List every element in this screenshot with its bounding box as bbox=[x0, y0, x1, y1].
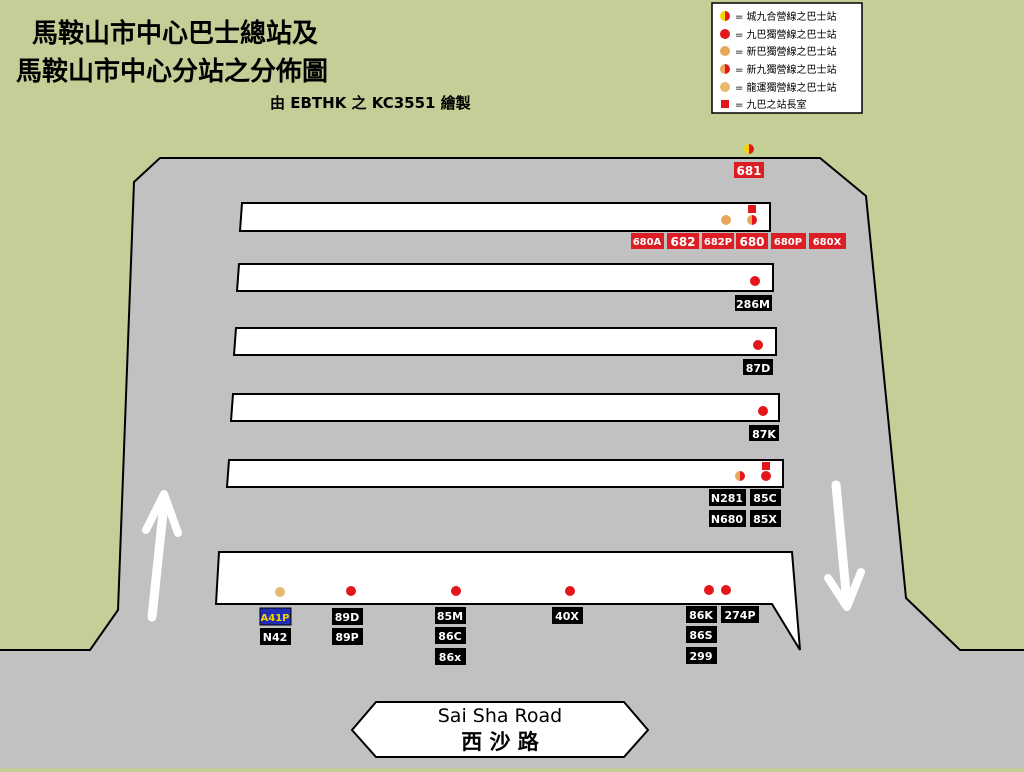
stop-marker-85c bbox=[761, 471, 771, 481]
route-label-274p: 274P bbox=[724, 609, 755, 622]
route-label-85c: 85C bbox=[753, 492, 776, 505]
stop-marker-86k bbox=[704, 585, 714, 595]
tan-dot-icon bbox=[720, 82, 730, 92]
route-label-680-bg bbox=[736, 233, 768, 249]
platform-3 bbox=[232, 327, 777, 356]
route-label-680a: 680A bbox=[633, 237, 662, 248]
title-line-1: 馬鞍山市中心巴士總站及 bbox=[32, 18, 318, 49]
route-label-a41p-bg bbox=[259, 607, 292, 626]
orange-dot-icon bbox=[720, 46, 730, 56]
stop-marker-a41p bbox=[275, 587, 285, 597]
legend-item-6: = 九巴之站長室 bbox=[735, 98, 807, 111]
route-label-n680-bg bbox=[709, 510, 746, 527]
route-label-a41p: A41P bbox=[261, 613, 290, 624]
route-label-680p: 680P bbox=[774, 237, 802, 248]
route-label-n281: N281 bbox=[711, 492, 743, 505]
route-label-274p-bg bbox=[721, 606, 759, 623]
route-label-682: 682 bbox=[670, 235, 695, 249]
legend: = 城九合營線之巴士站 = 九巴獨營線之巴士站 = 新巴獨營線之巴士站 = 新九… bbox=[711, 2, 863, 114]
road-sign-chinese: 西 沙 路 bbox=[461, 730, 540, 754]
map-credit: 由 EBTHK 之 KC3551 繪製 bbox=[270, 94, 471, 112]
route-label-87d: 87D bbox=[746, 362, 770, 375]
red-dot-icon bbox=[720, 29, 730, 39]
route-label-89d-bg bbox=[332, 608, 363, 625]
route-label-86k-bg bbox=[686, 606, 717, 623]
platform-6 bbox=[214, 551, 801, 651]
platform-2 bbox=[235, 263, 774, 292]
route-label-86x: 86x bbox=[439, 651, 461, 664]
route-label-85x-bg bbox=[750, 510, 781, 527]
stop-marker-286m bbox=[750, 276, 760, 286]
stop-marker-40x bbox=[565, 586, 575, 596]
up-arrow-icon bbox=[142, 490, 182, 622]
route-label-n42: N42 bbox=[263, 631, 288, 644]
route-label-87k: 87K bbox=[752, 428, 776, 441]
route-label-680x: 680X bbox=[813, 237, 842, 248]
route-label-86c: 86C bbox=[438, 630, 461, 643]
route-label-299-bg bbox=[686, 647, 717, 664]
route-label-86s-bg bbox=[686, 626, 717, 643]
route-label-n281-bg bbox=[709, 489, 746, 506]
route-label-86c-bg bbox=[435, 627, 466, 644]
route-label-682-bg bbox=[667, 233, 699, 249]
legend-item-3: = 新巴獨營線之巴士站 bbox=[735, 45, 837, 58]
stop-marker-87k bbox=[758, 406, 768, 416]
route-label-681: 681 bbox=[736, 164, 761, 178]
route-label-n680: N680 bbox=[711, 513, 744, 526]
route-label-89p-bg bbox=[332, 628, 363, 645]
legend-item-4: = 新九獨營線之巴士站 bbox=[735, 63, 837, 76]
road-sign-english: Sai Sha Road bbox=[438, 705, 562, 727]
stop-marker-n281 bbox=[735, 471, 745, 481]
route-label-286m: 286M bbox=[736, 298, 770, 311]
route-label-299: 299 bbox=[690, 650, 713, 663]
route-label-87k-bg bbox=[749, 425, 779, 441]
stop-marker-681 bbox=[744, 144, 754, 154]
kmb-station-office-icon-2 bbox=[762, 462, 770, 470]
legend-item-1: = 城九合營線之巴士站 bbox=[735, 10, 837, 23]
stop-marker-274p bbox=[721, 585, 731, 595]
stop-marker-680 bbox=[747, 215, 757, 225]
route-label-86s: 86S bbox=[689, 629, 712, 642]
platform-4 bbox=[229, 393, 780, 422]
half-orange-red-dot-icon bbox=[720, 64, 730, 74]
half-yellow-red-dot-icon bbox=[720, 11, 730, 21]
route-label-680p-bg bbox=[771, 233, 806, 249]
kmb-station-office-icon bbox=[748, 205, 756, 213]
route-label-682p: 682P bbox=[704, 237, 732, 248]
red-square-icon bbox=[721, 100, 729, 108]
route-label-87d-bg bbox=[743, 359, 773, 375]
route-label-85c-bg bbox=[750, 489, 781, 506]
stop-marker-682p bbox=[721, 215, 731, 225]
route-label-680: 680 bbox=[739, 235, 764, 249]
title-line-2: 馬鞍山市中心分站之分佈圖 bbox=[16, 56, 328, 87]
route-label-680a-bg bbox=[631, 233, 664, 249]
legend-item-2: = 九巴獨營線之巴士站 bbox=[735, 28, 837, 41]
route-label-86x-bg bbox=[435, 648, 466, 665]
route-label-89d: 89D bbox=[335, 611, 359, 624]
stop-marker-85m bbox=[451, 586, 461, 596]
route-label-85m: 85M bbox=[437, 610, 463, 623]
route-label-n42-bg bbox=[260, 628, 291, 645]
route-label-40x-bg bbox=[552, 607, 583, 624]
down-arrow-icon bbox=[824, 480, 865, 611]
route-label-86k: 86K bbox=[689, 609, 713, 622]
platform-5 bbox=[225, 459, 784, 488]
stop-marker-89d bbox=[346, 586, 356, 596]
route-label-682p-bg bbox=[702, 233, 734, 249]
stop-marker-87d bbox=[753, 340, 763, 350]
route-label-286m-bg bbox=[735, 295, 772, 311]
route-label-40x: 40X bbox=[555, 610, 579, 623]
road-sign bbox=[350, 701, 650, 758]
route-label-681-bg bbox=[734, 162, 764, 178]
route-label-85m-bg bbox=[435, 607, 466, 624]
route-label-85x: 85X bbox=[753, 513, 777, 526]
route-label-89p: 89P bbox=[335, 631, 358, 644]
platform-1 bbox=[238, 202, 771, 232]
route-label-680x-bg bbox=[809, 233, 846, 249]
legend-item-5: = 龍運獨營線之巴士站 bbox=[735, 81, 837, 94]
